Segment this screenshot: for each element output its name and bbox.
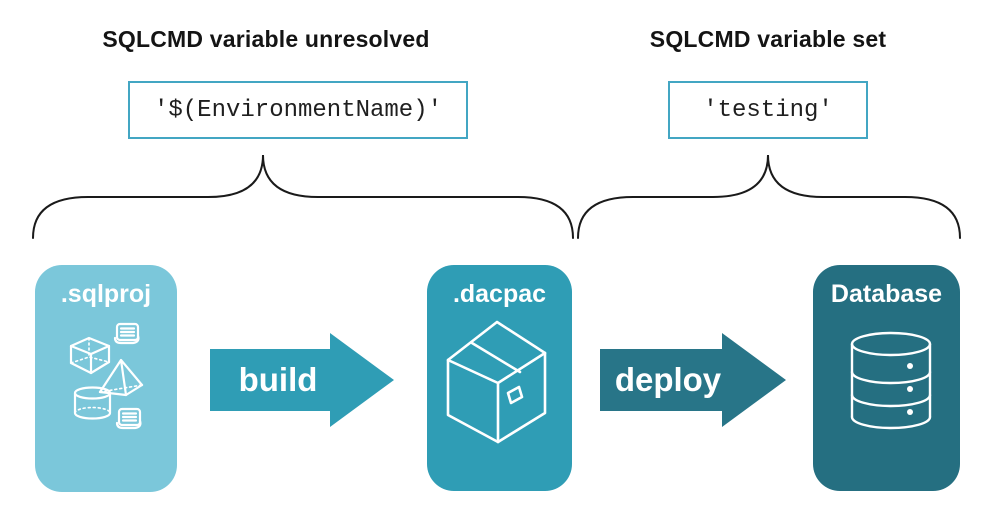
left-curly-brace — [32, 154, 574, 239]
stage-card-dacpac: .dacpac — [427, 265, 572, 491]
cylinder-icon — [73, 386, 112, 420]
code-box-testing: 'testing' — [668, 81, 868, 139]
heading-variable-unresolved: SQLCMD variable unresolved — [102, 26, 430, 52]
cube-icon — [69, 336, 111, 375]
deploy-arrow-icon — [600, 333, 786, 427]
database-cylinder-icon — [850, 331, 932, 430]
heading-variable-set: SQLCMD variable set — [649, 26, 887, 52]
script-scroll-icon — [115, 407, 142, 430]
script-scroll-icon — [113, 322, 140, 345]
stage-card-database: Database — [813, 265, 960, 491]
stage-card-sqlproj: .sqlproj — [35, 265, 177, 492]
dacpac-label: .dacpac — [452, 280, 547, 308]
code-box-environment-name: '$(EnvironmentName)' — [128, 81, 468, 139]
sqlproj-label: .sqlproj — [60, 280, 152, 308]
package-box-icon — [446, 320, 547, 444]
database-label: Database — [830, 280, 943, 308]
deploy-arrow-label: deploy — [614, 361, 722, 398]
build-arrow-icon — [210, 333, 394, 427]
sql-project-objects-icon — [69, 322, 144, 430]
build-arrow-label: build — [238, 361, 318, 398]
right-curly-brace — [577, 154, 961, 239]
